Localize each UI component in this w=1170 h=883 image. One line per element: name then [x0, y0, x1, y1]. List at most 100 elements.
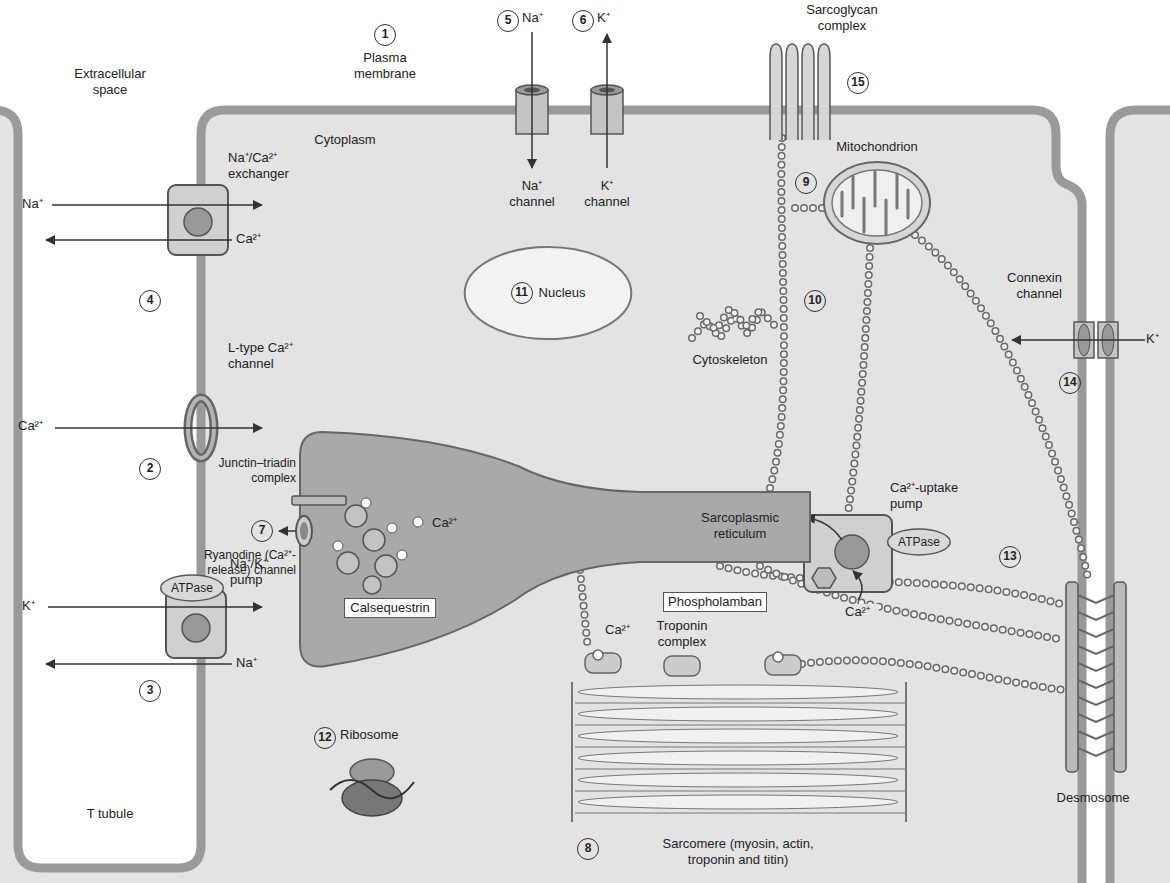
sarcomere-part: [578, 751, 898, 765]
sarcomere-part: [578, 729, 898, 743]
sarcomere-part: [578, 795, 898, 809]
label: Ribosome: [340, 727, 410, 743]
ion-arrows-part: [48, 606, 262, 608]
callout-number: 14: [1059, 372, 1081, 394]
node-label: ATPase: [898, 534, 940, 550]
bead-chains: [580, 138, 1088, 690]
sarcoplasmic-reticulum-part-part-part: [387, 523, 397, 533]
label: Plasma membrane: [345, 50, 425, 82]
bead-chains-part: [770, 138, 784, 488]
node-label: ATPase: [171, 580, 213, 596]
callout-number: 6: [572, 10, 594, 32]
bead-chains-part: [786, 204, 822, 212]
label: K⁺: [22, 598, 52, 614]
sarcomere-part: [575, 703, 905, 704]
sarcomere-part: [575, 813, 905, 814]
atpase-ellipse-part-part: [888, 529, 951, 555]
bead-chains-part: [580, 570, 588, 650]
callout-number: 15: [847, 72, 869, 94]
label: Phospholamban: [663, 592, 767, 612]
callout-number: 5: [497, 10, 519, 32]
sarcoplasmic-reticulum-part-part-part: [413, 517, 423, 527]
sarcomere-part: [578, 707, 898, 721]
node-label: Sarcoplasmic reticulum: [678, 510, 802, 542]
label: Calsequestrin: [344, 598, 436, 618]
sarcoplasmic-reticulum-part: [300, 428, 810, 673]
callout-number: 7: [251, 520, 273, 542]
sarcomere-part: [575, 747, 905, 748]
sarcoplasmic-reticulum-part-part-part: [333, 541, 343, 551]
cytoskeleton-tangle-part: [700, 306, 764, 330]
ion-arrows-part: [52, 204, 262, 206]
label: L-type Ca²⁺ channel: [228, 340, 308, 372]
desmosome-part: [1114, 582, 1126, 772]
sarcoplasmic-reticulum-part-part-part: [337, 552, 359, 574]
callout-number: 10: [804, 290, 826, 312]
label: Sarcomere (myosin, actin, troponin and t…: [638, 836, 838, 868]
ion-arrows-part: [279, 530, 296, 532]
callout-number: 11: [511, 282, 533, 304]
callout-number: 2: [139, 458, 161, 480]
label: Cytoplasm: [300, 132, 390, 148]
label: Na⁺: [22, 196, 52, 212]
node-label: Nucleus: [539, 285, 586, 301]
sarcoglycan-complex-part: [786, 44, 798, 140]
troponin-complex: [585, 650, 801, 676]
ion-arrows-part: [46, 239, 232, 241]
ion-arrows: [46, 32, 1145, 664]
bead-chains-part: [786, 206, 822, 211]
desmosome-part: [1078, 595, 1114, 756]
calcium-uptake-pump: [804, 515, 892, 592]
sarcomere-part: [575, 791, 905, 792]
ion-arrows-part: [853, 571, 862, 600]
ribosome: [330, 759, 414, 816]
ion-arrows-part: [55, 427, 262, 429]
ion-arrows-part: [46, 663, 232, 665]
bead-chains-part: [848, 248, 870, 513]
label: K⁺ channel: [577, 178, 637, 210]
label: Sarcoglycan complex: [792, 2, 892, 34]
label: Junctin–triadin complex: [192, 456, 296, 486]
bead-chains-part: [915, 235, 1088, 578]
sarcoglycan-complex-part: [802, 44, 814, 140]
label: Ca²⁺: [236, 231, 272, 247]
cytoskeleton-tangle: [692, 306, 775, 338]
sarcoplasmic-reticulum-part-part-part: [345, 505, 367, 527]
bead-chains-part: [770, 138, 784, 488]
sarcoplasmic-reticulum-part-part: [300, 432, 810, 667]
callout-number: 13: [999, 546, 1021, 568]
callout-number: 1: [374, 24, 396, 46]
callout-number: 12: [314, 727, 336, 749]
ion-arrows-part: [606, 34, 608, 168]
atpase-ellipse: ATPase: [160, 574, 224, 602]
label: Ca²⁺: [843, 604, 879, 620]
bead-chains-part: [802, 660, 1064, 690]
cytoskeleton-tangle-part: [700, 306, 764, 330]
troponin-complex-part: [664, 656, 700, 676]
sarcoglycan-complex: [770, 44, 830, 140]
sarcoplasmic-reticulum-part-part-part: [363, 576, 381, 594]
label: K⁺: [1146, 331, 1166, 347]
label: Na⁺/Ca²⁺ exchanger: [228, 150, 308, 182]
nucleus-part-part: [465, 247, 632, 339]
exchanger: [168, 185, 228, 255]
label: Troponin complex: [647, 618, 717, 650]
sodium-potassium-pump-part: [182, 614, 210, 642]
sarcoplasmic-reticulum-part-part-part: [397, 550, 407, 560]
mitochondrion-part-part: [832, 170, 922, 236]
sarcomere: [572, 682, 906, 822]
troponin-complex-part: [593, 650, 603, 660]
label: T tubule: [70, 806, 150, 822]
label: Extracellular space: [65, 66, 155, 98]
sarcoplasmic-reticulum-part-part: [337, 505, 397, 594]
sarcoplasmic-reticulum-part-part: [300, 522, 308, 540]
sarcoplasmic-reticulum-part-part: [333, 498, 423, 560]
ribosome-part: [330, 780, 414, 798]
sarcomere-part: [571, 682, 573, 822]
callout-number: 8: [577, 838, 599, 860]
label: Ca²⁺: [432, 515, 468, 531]
calcium-uptake-pump-part: [812, 568, 836, 588]
exchanger-part: [184, 208, 212, 236]
